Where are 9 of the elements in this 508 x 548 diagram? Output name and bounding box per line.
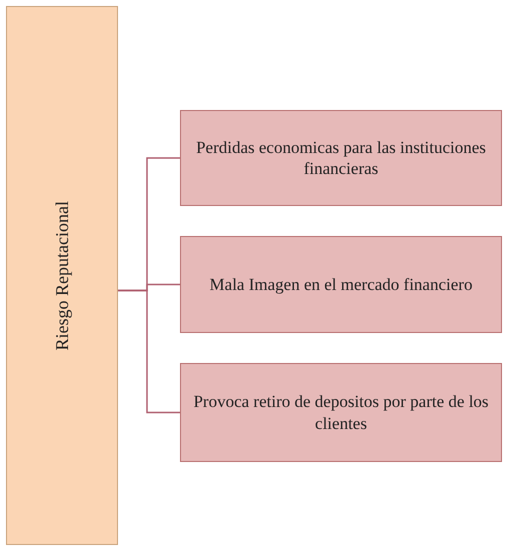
effect-box <box>180 236 502 333</box>
category-box <box>6 6 118 545</box>
effect-text: Provoca retiro de depositos por parte de los clientes <box>192 391 490 434</box>
connector-line <box>118 290 180 414</box>
category-label: Riesgo Reputacional <box>52 200 72 350</box>
effect-text: Mala Imagen en el mercado financiero <box>210 274 472 296</box>
effect-text: Perdidas economicas para las instituciones financieras <box>195 136 487 180</box>
effect-box <box>180 110 502 206</box>
effect-box <box>180 363 502 462</box>
